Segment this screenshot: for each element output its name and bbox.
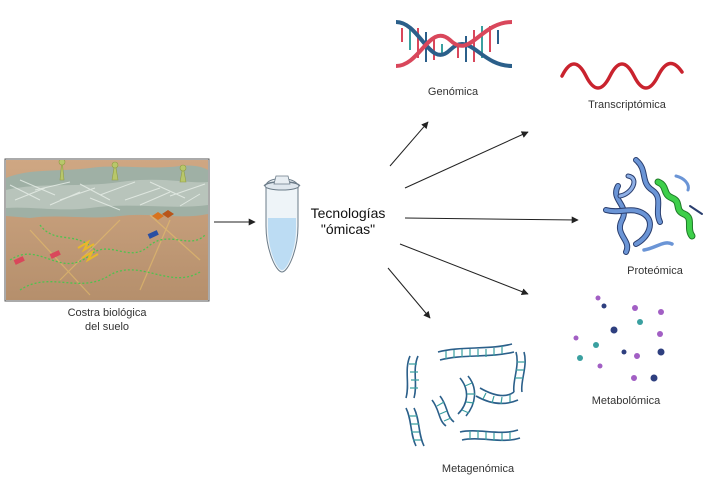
arrow-to-proteomics: [404, 216, 579, 224]
arrow-to-genomics: [389, 121, 429, 167]
arrow-to-transcriptomics: [404, 131, 529, 189]
arrow-to-metabolomics: [399, 243, 529, 295]
soil-label-line2: del suelo: [85, 321, 129, 333]
label-transcriptomics: Transcriptómica: [588, 99, 667, 111]
soil-label-line1: Costra biológica: [68, 307, 148, 319]
soil-crust-image: [4, 158, 210, 302]
label-metabolomics: Metabolómica: [592, 395, 661, 407]
metabolites-dots-icon: [573, 295, 665, 382]
dna-helix-icon: [395, 20, 513, 68]
label-genomics: Genómica: [428, 86, 479, 98]
test-tube-icon: [263, 175, 301, 273]
center-label-line1: Tecnologías: [311, 205, 386, 221]
label-proteomics: Proteómica: [627, 265, 684, 277]
label-metagenomics: Metagenómica: [442, 463, 515, 475]
rna-strand-icon: [560, 61, 684, 90]
center-label-line2: "ómicas": [321, 221, 375, 237]
arrow-to-metagenomics: [387, 267, 431, 319]
dna-fragments-icon: [405, 343, 526, 447]
protein-structure-icon: [603, 157, 703, 255]
microbe-icons: [13, 210, 174, 265]
